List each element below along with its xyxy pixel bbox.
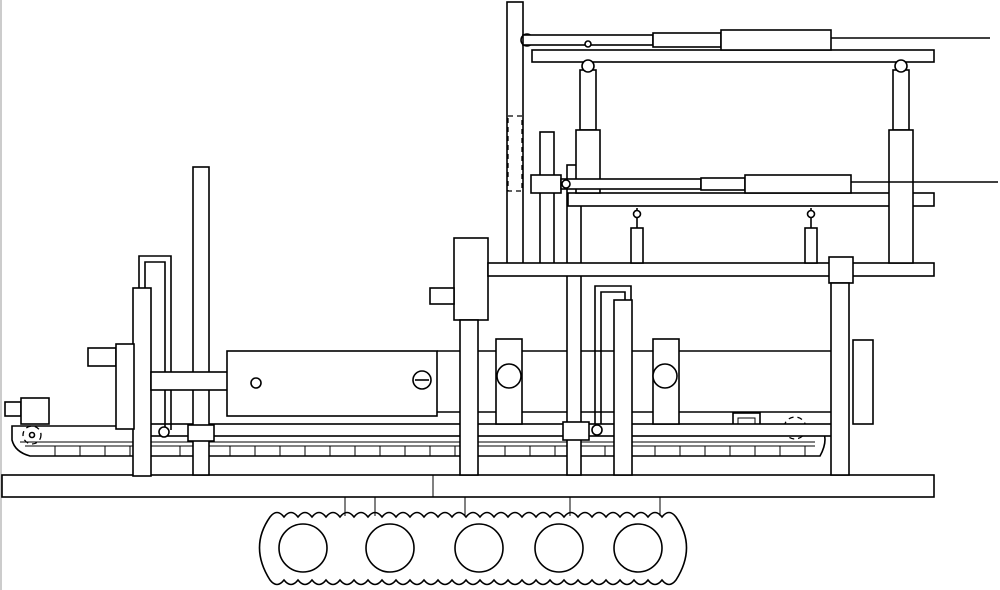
left-rear-post — [132, 287, 152, 477]
valve-block — [453, 237, 489, 321]
upper-beam — [531, 49, 935, 63]
middle-hydraulic-cylinder — [560, 174, 998, 194]
actuator-housing — [115, 343, 135, 430]
middle-beam — [567, 192, 935, 207]
frame-post-right — [892, 69, 910, 131]
support-strut — [804, 227, 818, 264]
middle-front-post — [613, 299, 633, 476]
cylinder-barrel — [226, 350, 438, 417]
support-strut — [630, 227, 644, 264]
middle-column-group — [429, 1, 633, 476]
left-actuator — [87, 343, 230, 430]
right-vertical-post — [830, 282, 850, 476]
track-mount-struts — [344, 497, 661, 516]
crawler-track-outline — [258, 511, 688, 586]
conveyor-chain-links — [54, 446, 806, 456]
right-beam-clamp — [828, 256, 854, 284]
crawler-track — [258, 511, 688, 586]
cylinder-rod — [560, 178, 702, 190]
main-lower-cylinder — [226, 350, 835, 417]
right-side-plate — [852, 339, 874, 425]
pivot-pin — [894, 59, 908, 73]
lower-beam — [487, 262, 935, 277]
left-u-pipe — [138, 255, 172, 430]
slotted-screw-icon — [412, 370, 432, 390]
left-drive-motor — [4, 397, 50, 425]
pivot-pin — [581, 59, 595, 73]
roller-left — [495, 338, 523, 425]
left-u-pipe-inner — [144, 261, 166, 430]
actuator-rod — [150, 371, 230, 391]
rod-pin — [584, 40, 592, 48]
cylinder-collar — [700, 177, 746, 191]
left-clamp — [187, 424, 215, 442]
base-chassis — [1, 474, 935, 498]
rod-pin — [561, 179, 571, 189]
crawler-wheel — [454, 523, 504, 573]
roller-wheel — [652, 363, 678, 389]
strut-pin — [632, 209, 642, 219]
left-sprocket — [22, 425, 42, 445]
frame-post-left — [579, 69, 597, 131]
cylinder-barrel — [720, 29, 832, 51]
crawler-wheel — [278, 523, 328, 573]
upper-frame — [487, 33, 935, 476]
roller-wheel — [496, 363, 522, 389]
cylinder-barrel — [744, 174, 852, 194]
crawler-wheel — [365, 523, 415, 573]
middle-post — [459, 319, 479, 476]
center-post-clamp — [562, 421, 590, 441]
motor-cap — [4, 401, 22, 417]
sleeve-post — [539, 131, 555, 265]
frame-post-right-sleeve — [888, 129, 914, 264]
crawler-wheel — [534, 523, 584, 573]
top-hydraulic-cylinder — [522, 29, 990, 51]
cylinder-collar — [652, 32, 722, 48]
roller-right — [652, 338, 680, 425]
middle-pin — [591, 424, 603, 436]
actuator-end-cap — [87, 347, 117, 367]
left-pin — [158, 426, 170, 438]
crawler-wheel — [613, 523, 663, 573]
cylinder-pin — [250, 377, 262, 389]
sleeve-clamp — [530, 174, 562, 194]
valve-stub — [429, 287, 455, 305]
left-tall-post — [192, 166, 210, 476]
center-post — [566, 164, 582, 476]
guide-rail-lower — [149, 423, 841, 437]
middle-u-pipe-inner — [600, 291, 626, 424]
middle-u-pipe — [594, 285, 632, 424]
strut-pin — [806, 209, 816, 219]
motor-body — [20, 397, 50, 425]
